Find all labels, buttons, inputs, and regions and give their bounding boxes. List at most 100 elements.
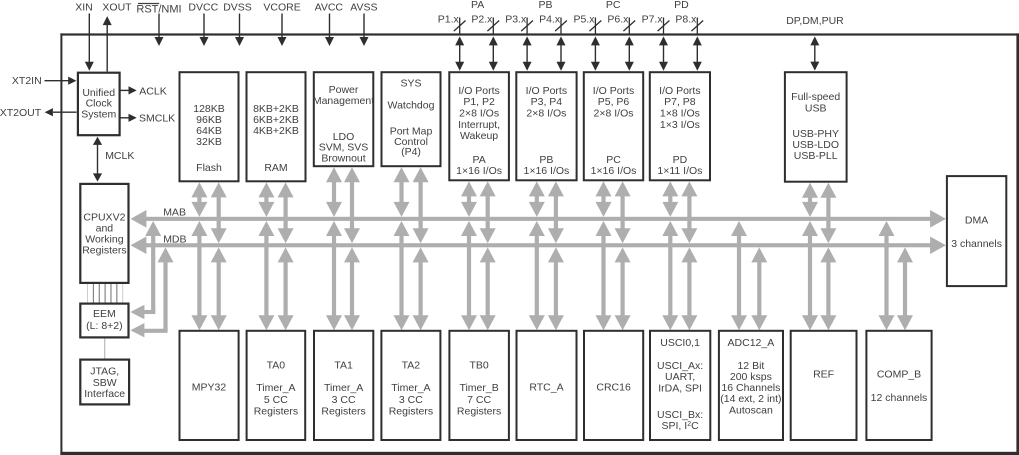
svg-text:Timer_A: Timer_A: [256, 382, 295, 394]
svg-text:P3, P4: P3, P4: [531, 96, 563, 108]
svg-text:DP,DM,PUR: DP,DM,PUR: [786, 15, 844, 27]
svg-text:Unified: Unified: [82, 87, 115, 99]
svg-text:UART,: UART,: [665, 371, 695, 383]
svg-text:Timer_B: Timer_B: [459, 382, 498, 394]
svg-text:P7, P8: P7, P8: [664, 96, 696, 108]
svg-text:USCI_Bx:: USCI_Bx:: [657, 409, 703, 421]
svg-text:Full-speed: Full-speed: [791, 91, 840, 103]
svg-text:64KB: 64KB: [196, 125, 222, 137]
svg-text:3 channels: 3 channels: [951, 238, 1002, 250]
svg-text:REF: REF: [813, 369, 834, 381]
svg-text:I/O Ports: I/O Ports: [593, 85, 634, 97]
svg-text:PD: PD: [673, 154, 688, 166]
svg-text:Interrupt,: Interrupt,: [458, 119, 500, 131]
svg-text:TA1: TA1: [334, 360, 353, 372]
svg-text:LDO: LDO: [333, 131, 355, 143]
svg-text:Brownout: Brownout: [321, 152, 365, 164]
svg-text:ACLK: ACLK: [139, 85, 166, 97]
svg-text:P4.x: P4.x: [539, 14, 561, 26]
svg-text:P1, P2: P1, P2: [463, 96, 495, 108]
svg-text:DVSS: DVSS: [223, 2, 252, 14]
svg-text:P6.x: P6.x: [607, 14, 629, 26]
svg-text:TB0: TB0: [469, 360, 488, 372]
svg-text:RTC_A: RTC_A: [529, 381, 563, 393]
svg-text:32KB: 32KB: [196, 136, 222, 148]
svg-text:Registers: Registers: [82, 245, 126, 257]
svg-text:Working: Working: [85, 234, 123, 246]
svg-text:USB-LDO: USB-LDO: [792, 139, 839, 151]
svg-text:Flash: Flash: [196, 162, 222, 174]
svg-text:IrDA, SPI: IrDA, SPI: [658, 382, 702, 394]
svg-text:2×8 I/Os: 2×8 I/Os: [459, 108, 499, 120]
svg-text:System: System: [81, 109, 116, 121]
svg-text:Autoscan: Autoscan: [729, 404, 773, 416]
svg-text:TA2: TA2: [402, 360, 421, 372]
svg-text:1×11 I/Os: 1×11 I/Os: [657, 165, 702, 177]
svg-text:DVCC: DVCC: [188, 2, 218, 14]
svg-text:SPI, I2C: SPI, I2C: [662, 420, 700, 432]
svg-text:4KB+2KB: 4KB+2KB: [253, 125, 299, 137]
svg-text:XOUT: XOUT: [102, 2, 132, 14]
svg-text:128KB: 128KB: [193, 103, 225, 115]
svg-text:P5, P6: P5, P6: [598, 96, 630, 108]
svg-text:DMA: DMA: [965, 215, 988, 227]
svg-text:RAM: RAM: [264, 162, 287, 174]
svg-text:P7.x: P7.x: [642, 14, 664, 26]
svg-text:TA0: TA0: [267, 360, 286, 372]
svg-text:Registers: Registers: [321, 405, 365, 417]
svg-text:1×16 I/Os: 1×16 I/Os: [591, 165, 637, 177]
svg-text:PB: PB: [538, 0, 552, 11]
svg-text:8KB+2KB: 8KB+2KB: [253, 103, 299, 115]
svg-text:Port Map: Port Map: [390, 126, 433, 138]
svg-text:USB: USB: [805, 102, 827, 114]
svg-text:AVCC: AVCC: [315, 2, 344, 14]
svg-text:1×3 I/Os: 1×3 I/Os: [660, 119, 700, 131]
svg-text:MCLK: MCLK: [105, 150, 134, 162]
svg-text:P5.x: P5.x: [573, 14, 595, 26]
svg-text:P1.x: P1.x: [438, 14, 460, 26]
svg-text:(L: 8+2): (L: 8+2): [86, 320, 122, 332]
svg-text:Registers: Registers: [254, 405, 298, 417]
svg-text:P8.x: P8.x: [675, 14, 697, 26]
svg-text:P2.x: P2.x: [471, 14, 493, 26]
svg-text:RST/NMI: RST/NMI: [136, 4, 181, 16]
svg-text:16 Channels: 16 Channels: [721, 382, 780, 394]
svg-text:6KB+2KB: 6KB+2KB: [253, 114, 299, 126]
svg-text:(14 ext, 2 int): (14 ext, 2 int): [720, 393, 781, 405]
svg-text:ADC12_A: ADC12_A: [728, 337, 775, 349]
svg-text:SVM, SVS: SVM, SVS: [319, 142, 369, 154]
svg-text:Control: Control: [394, 136, 428, 148]
svg-text:MAB: MAB: [163, 206, 186, 218]
svg-text:I/O Ports: I/O Ports: [458, 85, 499, 97]
svg-text:(P4): (P4): [401, 146, 421, 158]
svg-text:Interface: Interface: [84, 388, 125, 400]
svg-text:7 CC: 7 CC: [467, 394, 491, 406]
svg-text:PA: PA: [472, 154, 485, 166]
svg-text:Watchdog: Watchdog: [388, 100, 435, 112]
svg-text:96KB: 96KB: [196, 114, 222, 126]
svg-text:CRC16: CRC16: [596, 381, 631, 393]
svg-text:and: and: [96, 222, 114, 234]
svg-text:USB-PHY: USB-PHY: [792, 128, 839, 140]
svg-text:CPUXV2: CPUXV2: [83, 211, 125, 223]
svg-text:Power: Power: [329, 84, 359, 96]
svg-text:1×8 I/Os: 1×8 I/Os: [660, 108, 700, 120]
svg-text:PA: PA: [471, 0, 484, 11]
svg-text:12 Bit: 12 Bit: [737, 360, 764, 372]
svg-text:Wakeup: Wakeup: [460, 130, 498, 142]
svg-text:PD: PD: [674, 0, 689, 11]
svg-text:1×16 I/Os: 1×16 I/Os: [523, 165, 569, 177]
svg-text:Timer_A: Timer_A: [324, 382, 363, 394]
svg-text:I/O Ports: I/O Ports: [526, 85, 567, 97]
svg-text:2×8 I/Os: 2×8 I/Os: [526, 108, 566, 120]
svg-text:Management: Management: [313, 95, 374, 107]
svg-text:XT2OUT: XT2OUT: [0, 107, 42, 119]
svg-text:PB: PB: [539, 154, 553, 166]
svg-text:USCI0,1: USCI0,1: [660, 337, 700, 349]
svg-text:SBW: SBW: [93, 377, 117, 389]
svg-text:MDB: MDB: [163, 233, 186, 245]
svg-text:200 ksps: 200 ksps: [730, 371, 772, 383]
svg-text:USB-PLL: USB-PLL: [794, 150, 838, 162]
svg-text:USCI_Ax:: USCI_Ax:: [657, 360, 703, 372]
svg-text:5 CC: 5 CC: [264, 394, 288, 406]
